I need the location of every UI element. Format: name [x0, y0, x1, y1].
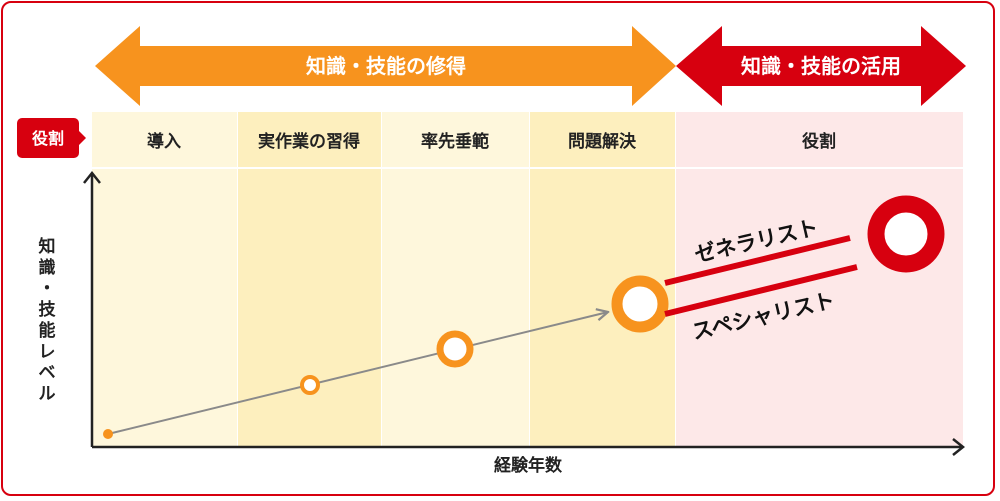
svg-text:ベ: ベ [39, 363, 56, 383]
acquire-phase-label: 知識・技能の修得 [306, 54, 466, 78]
column-header-role: 役割 [802, 131, 836, 152]
x-axis-arrowhead [952, 438, 966, 456]
generalist-track-line [664, 235, 851, 286]
svg-text:技: 技 [39, 299, 57, 320]
x-axis-label: 経験年数 [494, 455, 563, 476]
y-axis-label: 知 識 ・ 技 能 レ ベ ル [38, 236, 57, 404]
column-bg-role [676, 112, 963, 447]
apply-phase-arrow [676, 26, 966, 106]
svg-text:能: 能 [39, 320, 56, 341]
role-tag [17, 118, 79, 158]
svg-text:レ: レ [39, 342, 56, 362]
growth-trend-arrow [107, 312, 608, 435]
column-bg-lead-by-example [382, 112, 529, 447]
stage-point-4 [611, 275, 669, 333]
apply-phase-label: 知識・技能の活用 [741, 54, 901, 78]
column-header-problem-solving: 問題解決 [568, 131, 637, 152]
column-header-introduction: 導入 [147, 131, 181, 152]
column-header-work-skills: 実作業の習得 [258, 131, 360, 152]
stage-point-2 [300, 375, 320, 395]
y-axis-arrowhead [83, 170, 101, 184]
svg-text:・: ・ [39, 279, 56, 299]
svg-text:識: 識 [39, 257, 56, 278]
column-bg-introduction [92, 112, 237, 447]
stage-point-1 [103, 429, 113, 439]
goal-circle [867, 195, 945, 273]
svg-text:ル: ル [39, 384, 56, 404]
stage-point-3 [436, 330, 474, 368]
specialist-track-line [664, 264, 858, 317]
acquire-phase-arrow [95, 26, 676, 106]
svg-text:知: 知 [38, 236, 56, 257]
role-tag-pointer [79, 131, 86, 145]
role-tag-label: 役割 [32, 129, 64, 148]
column-header-lead-by-example: 率先垂範 [421, 131, 489, 152]
